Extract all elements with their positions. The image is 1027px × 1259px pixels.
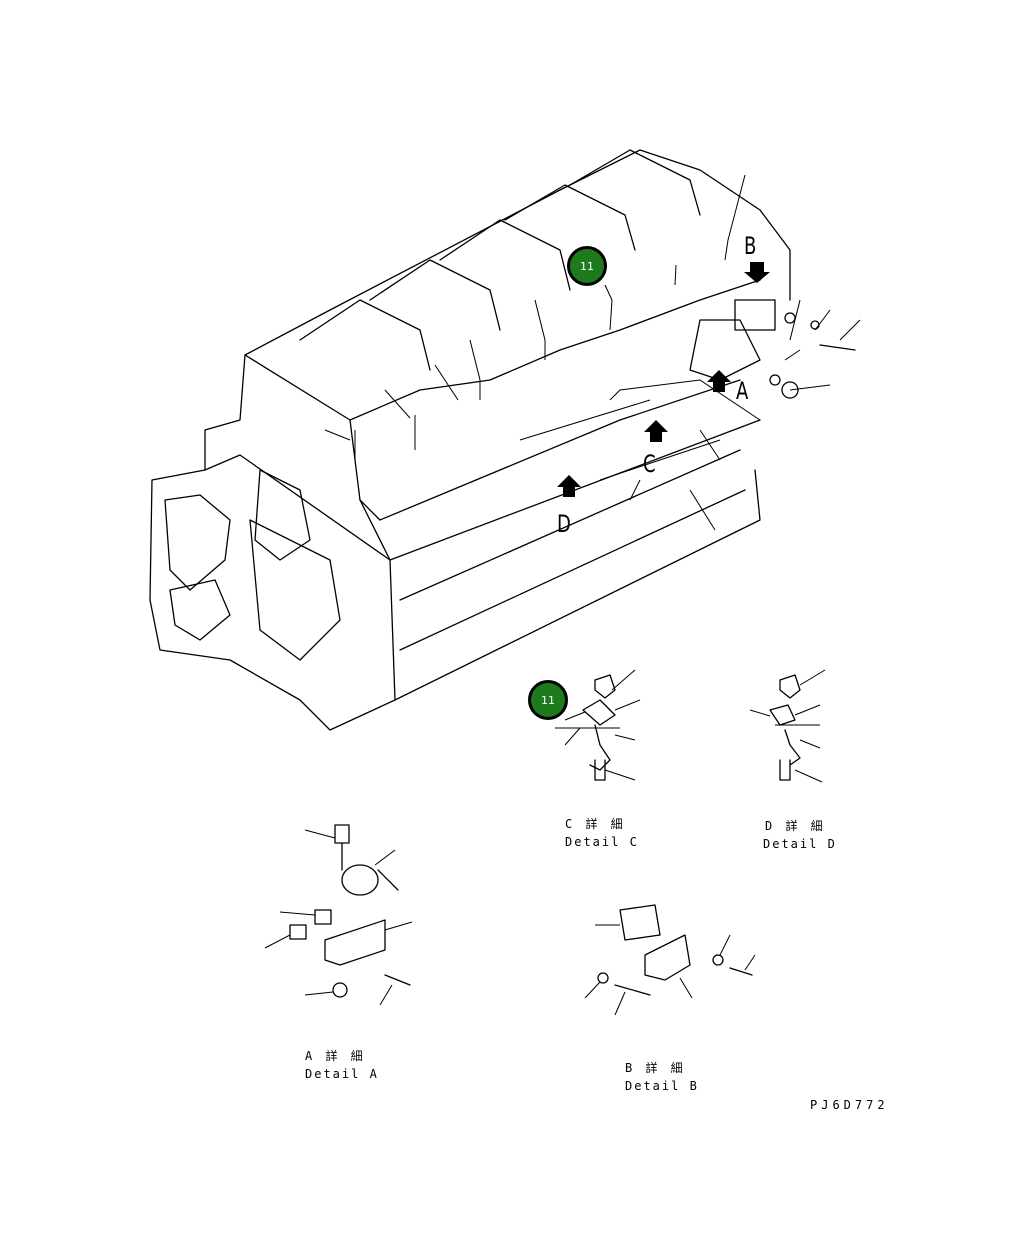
detail-d-drawing bbox=[749, 669, 826, 783]
detail-c-caption-en: Detail C bbox=[565, 835, 639, 849]
arrow-d bbox=[557, 475, 581, 497]
view-letter-c: C bbox=[643, 450, 656, 478]
callout-badge-11-detail-c[interactable]: 11 bbox=[528, 680, 568, 720]
arrow-c bbox=[644, 420, 668, 442]
detail-b-drawing bbox=[584, 904, 756, 1016]
callout-badge-11[interactable]: 11 bbox=[567, 246, 607, 286]
view-letter-b: B bbox=[744, 232, 757, 260]
fuel-lines bbox=[324, 174, 861, 531]
detail-c-caption-jp: C 詳 細 bbox=[565, 817, 626, 831]
detail-d-caption-en: Detail D bbox=[763, 837, 837, 851]
engine-block bbox=[149, 149, 791, 731]
view-arrows bbox=[557, 262, 770, 497]
view-letter-a: A bbox=[736, 377, 749, 405]
view-a-parts bbox=[689, 299, 856, 399]
detail-d-caption-jp: D 詳 細 bbox=[765, 819, 826, 833]
detail-a-caption-en: Detail A bbox=[305, 1067, 379, 1081]
detail-c-drawing bbox=[555, 669, 641, 781]
detail-b-caption-jp: B 詳 細 bbox=[625, 1061, 686, 1075]
detail-a-caption-jp: A 詳 細 bbox=[305, 1049, 366, 1063]
view-letter-d: D bbox=[557, 510, 571, 538]
arrow-a bbox=[707, 370, 731, 392]
drawing-reference-number: PJ6D772 bbox=[810, 1098, 889, 1112]
detail-a-drawing bbox=[264, 824, 413, 1006]
arrow-b bbox=[744, 262, 770, 283]
detail-b-caption-en: Detail B bbox=[625, 1079, 699, 1093]
